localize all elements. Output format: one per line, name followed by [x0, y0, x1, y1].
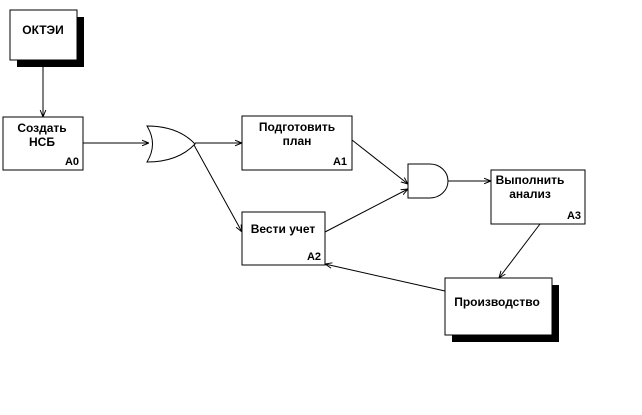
node-oktei-box: [9, 9, 78, 61]
node-a3-label-line1: Выполнить: [496, 173, 565, 187]
node-a1-label-line2: план: [283, 134, 312, 148]
node-a1[interactable]: Подготовить план А1: [241, 115, 353, 171]
node-a3[interactable]: Выполнить анализ А3: [490, 169, 586, 225]
node-oktei[interactable]: ОКТЭИ: [9, 9, 84, 67]
node-a0-code: А0: [65, 156, 79, 168]
node-a2[interactable]: Вести учет А2: [241, 211, 326, 266]
node-a3-code: А3: [567, 210, 581, 222]
edge-production-to-a2: [325, 264, 446, 292]
node-a1-code: А1: [333, 156, 347, 168]
edge-or-gate-to-a2: [193, 144, 242, 232]
node-production[interactable]: Производство: [444, 277, 559, 342]
node-a2-label: Вести учет: [251, 222, 316, 236]
node-a0-label-line1: Создать: [17, 121, 66, 135]
node-a1-label-line1: Подготовить: [259, 120, 335, 134]
edge-a2-to-and-gate: [324, 189, 408, 233]
or-gate-symbol: [146, 125, 196, 163]
node-a0[interactable]: Создать НСБ А0: [2, 116, 84, 171]
node-a2-box: [241, 211, 326, 266]
node-a2-code: А2: [307, 251, 321, 263]
edge-a1-to-and-gate: [351, 139, 408, 184]
edge-a3-to-production: [499, 223, 541, 278]
node-oktei-label: ОКТЭИ: [22, 23, 63, 37]
node-a1-box: [241, 115, 353, 171]
node-production-box: [444, 277, 553, 336]
node-a3-label-line2: анализ: [509, 187, 551, 201]
node-a0-label-line2: НСБ: [29, 135, 55, 149]
node-a3-box: [490, 169, 586, 225]
and-gate-symbol: [407, 163, 449, 199]
node-production-label: Производство: [454, 295, 540, 309]
